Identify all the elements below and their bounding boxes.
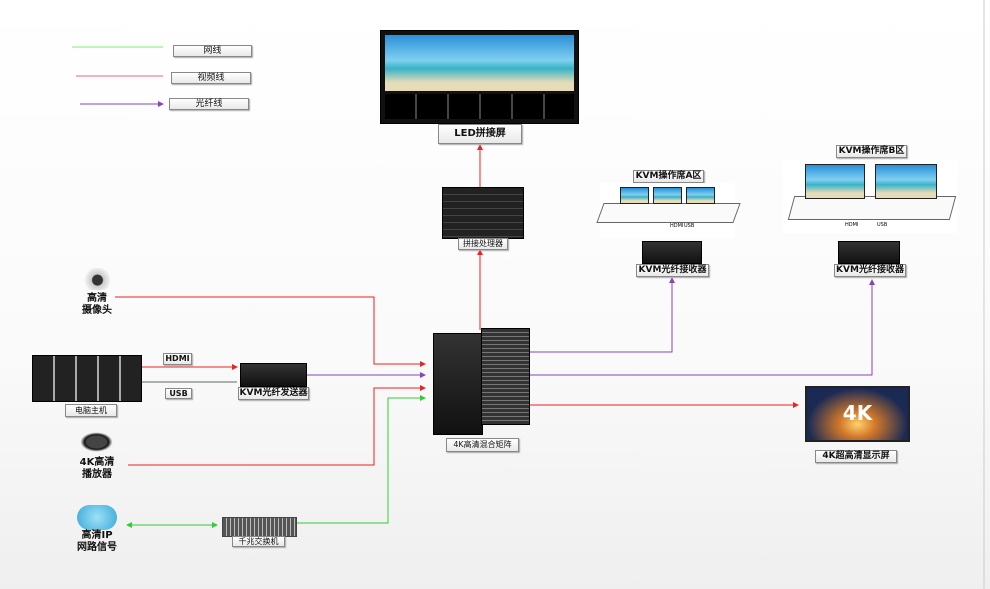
legend-network-label: 网线 [173, 45, 252, 57]
switch-to-matrix-line [295, 395, 426, 524]
kvm-receiver-b-label: KVM光纤接收器 [834, 264, 906, 277]
matrix-cabinet-image [433, 333, 483, 435]
kvm-transmitter-label: KVM光纤发送器 [238, 387, 309, 400]
camera-label: 高清摄像头 [82, 293, 112, 316]
4k-player-label: 4K高清播放器 [79, 457, 115, 480]
4k-player-icon [80, 432, 113, 452]
kvm-receiver-a-image [642, 241, 702, 264]
4k-display-image: 4K [805, 386, 910, 442]
matrix-rack-image [481, 328, 530, 425]
player-to-matrix-line [128, 385, 426, 466]
splicing-processor-image [442, 187, 524, 239]
network-switch-label: 千兆交换机 [232, 536, 285, 547]
network-switch-image [222, 517, 297, 537]
cloud-icon [77, 505, 117, 530]
legend-fiber-label: 光纤线 [169, 98, 249, 110]
kvm-station-a-title: KVM操作席A区 [633, 170, 704, 183]
led-wall-image [380, 30, 579, 124]
led-wall-label: LED拼接屏 [438, 124, 522, 144]
computer-image [32, 355, 142, 402]
kvm-station-b-title: KVM操作席B区 [836, 145, 907, 158]
legend-video-label: 视频线 [171, 72, 251, 84]
splicing-processor-label: 拼接处理器 [458, 238, 508, 250]
kvm-station-b-image: HDMI USB [783, 160, 958, 233]
camera-to-matrix-line [115, 296, 426, 367]
matrix-label: 4K高清混合矩阵 [446, 438, 519, 452]
matrix-to-kvm-b-line [528, 279, 875, 376]
kvm-receiver-b-image [838, 241, 900, 264]
kvm-receiver-a-label: KVM光纤接收器 [636, 264, 709, 277]
kvm-station-a-image: HDMI USB [596, 183, 741, 238]
hdmi-label: HDMI [163, 353, 192, 365]
matrix-to-kvm-a-line [528, 277, 675, 353]
kvm-transmitter-image [240, 363, 307, 387]
camera-icon [80, 268, 115, 290]
usb-label: USB [165, 388, 192, 399]
computer-label: 电脑主机 [65, 404, 117, 417]
4k-display-label: 4K超高清显示屏 [815, 450, 897, 463]
